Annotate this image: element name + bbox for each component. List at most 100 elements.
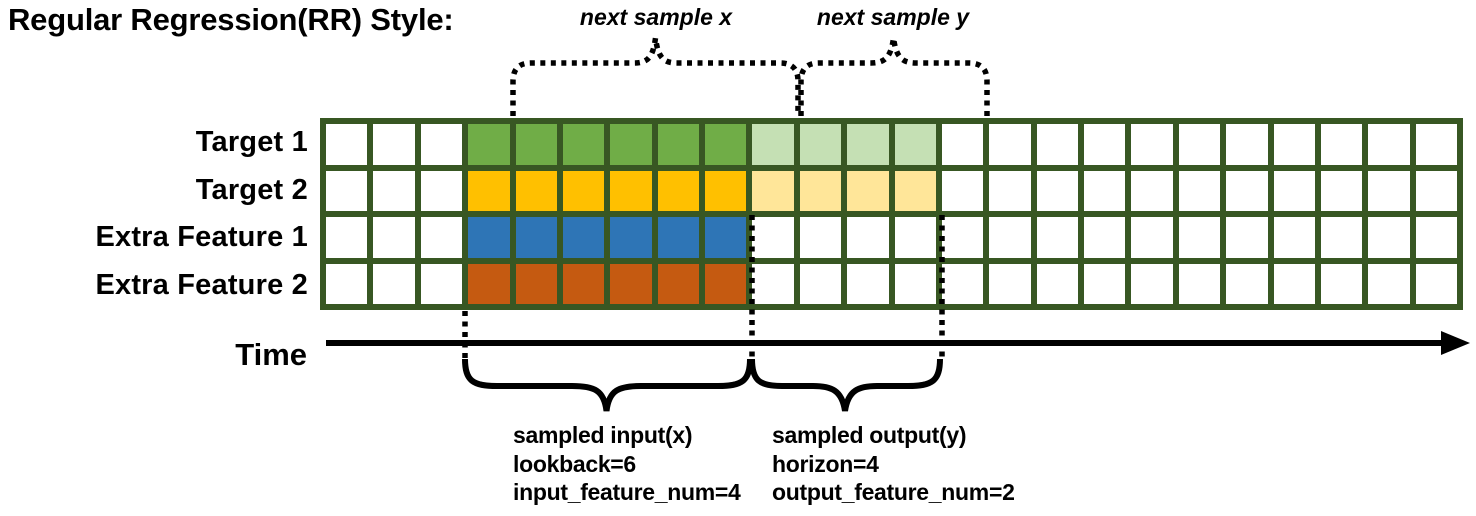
input-annotation-line: lookback=6 (513, 450, 636, 477)
grid-cell (1131, 263, 1173, 304)
row-label-target-2: Target 2 (195, 174, 308, 206)
grid-cell (326, 217, 368, 258)
grid-cell (894, 124, 936, 165)
grid-cell (468, 170, 510, 211)
row-label-extra-feature-1: Extra Feature 1 (95, 221, 308, 253)
grid-cell (1036, 170, 1078, 211)
input-annotation: sampled input(x) lookback=6 input_featur… (513, 421, 741, 507)
grid-cell (562, 217, 605, 258)
grid-cell (657, 170, 699, 211)
grid-cell (610, 263, 652, 304)
sample-grid (320, 118, 1463, 310)
grid-cell (468, 263, 510, 304)
grid-cell (1273, 263, 1315, 304)
grid-cell (752, 217, 794, 258)
grid-cell (799, 124, 842, 165)
grid-cell (1178, 217, 1221, 258)
grid-cell (1320, 170, 1363, 211)
grid-cell (326, 170, 368, 211)
time-axis-label: Time (235, 337, 307, 372)
grid-cell (373, 170, 415, 211)
grid-cell (1320, 124, 1363, 165)
grid-cell (326, 263, 368, 304)
grid-cell (610, 170, 652, 211)
grid-cell (468, 217, 510, 258)
grid-cell (515, 217, 557, 258)
grid-cell (610, 217, 652, 258)
grid-cell (1415, 170, 1457, 211)
grid-cell (1273, 170, 1315, 211)
grid-cell (1226, 124, 1268, 165)
grid-cell (1226, 217, 1268, 258)
grid-cell (705, 124, 747, 165)
sampled-input-brace (462, 358, 753, 412)
time-arrow-head (1441, 331, 1470, 355)
grid-cell (752, 124, 794, 165)
grid-cell (1273, 217, 1315, 258)
grid-cell (1131, 217, 1173, 258)
grid-cell (705, 217, 747, 258)
input-annotation-line: input_feature_num=4 (513, 479, 741, 505)
grid-cell (562, 263, 605, 304)
grid-cell (941, 124, 984, 165)
grid-cell (941, 170, 984, 211)
grid-cell (894, 217, 936, 258)
grid-cell (989, 263, 1031, 304)
next-sample-x-brace (510, 37, 801, 116)
grid-cell (373, 124, 415, 165)
grid-cell (657, 263, 699, 304)
grid-cell (1084, 170, 1126, 211)
grid-cell (515, 170, 557, 211)
grid-cell (752, 170, 794, 211)
grid-cell (989, 170, 1031, 211)
output-annotation: sampled output(y) horizon=4 output_featu… (772, 421, 1015, 507)
grid-cell (799, 217, 842, 258)
grid-cell (1036, 217, 1078, 258)
grid-cell (1036, 124, 1078, 165)
grid-cell (1368, 217, 1410, 258)
grid-cell (1415, 217, 1457, 258)
next-sample-x-label: next sample x (579, 4, 733, 30)
row-label-target-1: Target 1 (195, 126, 308, 158)
grid-cell (1368, 124, 1410, 165)
grid-cell (468, 124, 510, 165)
grid-cell (1415, 124, 1457, 165)
grid-cell (657, 217, 699, 258)
grid-cell (1178, 263, 1221, 304)
grid-cell (1131, 170, 1173, 211)
grid-cell (1178, 124, 1221, 165)
grid-cell (705, 263, 747, 304)
grid-cell (373, 217, 415, 258)
grid-cell (1226, 263, 1268, 304)
grid-cell (1084, 263, 1126, 304)
grid-cell (1415, 263, 1457, 304)
grid-cell (515, 124, 557, 165)
grid-cell (373, 263, 415, 304)
grid-cell (610, 124, 652, 165)
grid-cell (1273, 124, 1315, 165)
grid-cell (941, 217, 984, 258)
grid-cell (1368, 170, 1410, 211)
grid-cell (989, 217, 1031, 258)
grid-cell (326, 124, 368, 165)
next-sample-y-label: next sample y (816, 4, 970, 30)
grid-cell (1036, 263, 1078, 304)
grid-cell (420, 217, 463, 258)
grid-cell (847, 263, 889, 304)
grid-cell (1084, 217, 1126, 258)
output-annotation-line: horizon=4 (772, 450, 879, 477)
grid-cell (894, 170, 936, 211)
input-annotation-line: sampled input(x) (513, 422, 693, 448)
grid-cell (847, 124, 889, 165)
output-annotation-line: output_feature_num=2 (772, 479, 1015, 505)
grid-cell (515, 263, 557, 304)
grid-cell (894, 263, 936, 304)
grid-cell (989, 124, 1031, 165)
grid-cell (1226, 170, 1268, 211)
grid-cell (1178, 170, 1221, 211)
grid-cell (1084, 124, 1126, 165)
grid-cell (799, 170, 842, 211)
grid-cell (1131, 124, 1173, 165)
grid-cell (1320, 263, 1363, 304)
